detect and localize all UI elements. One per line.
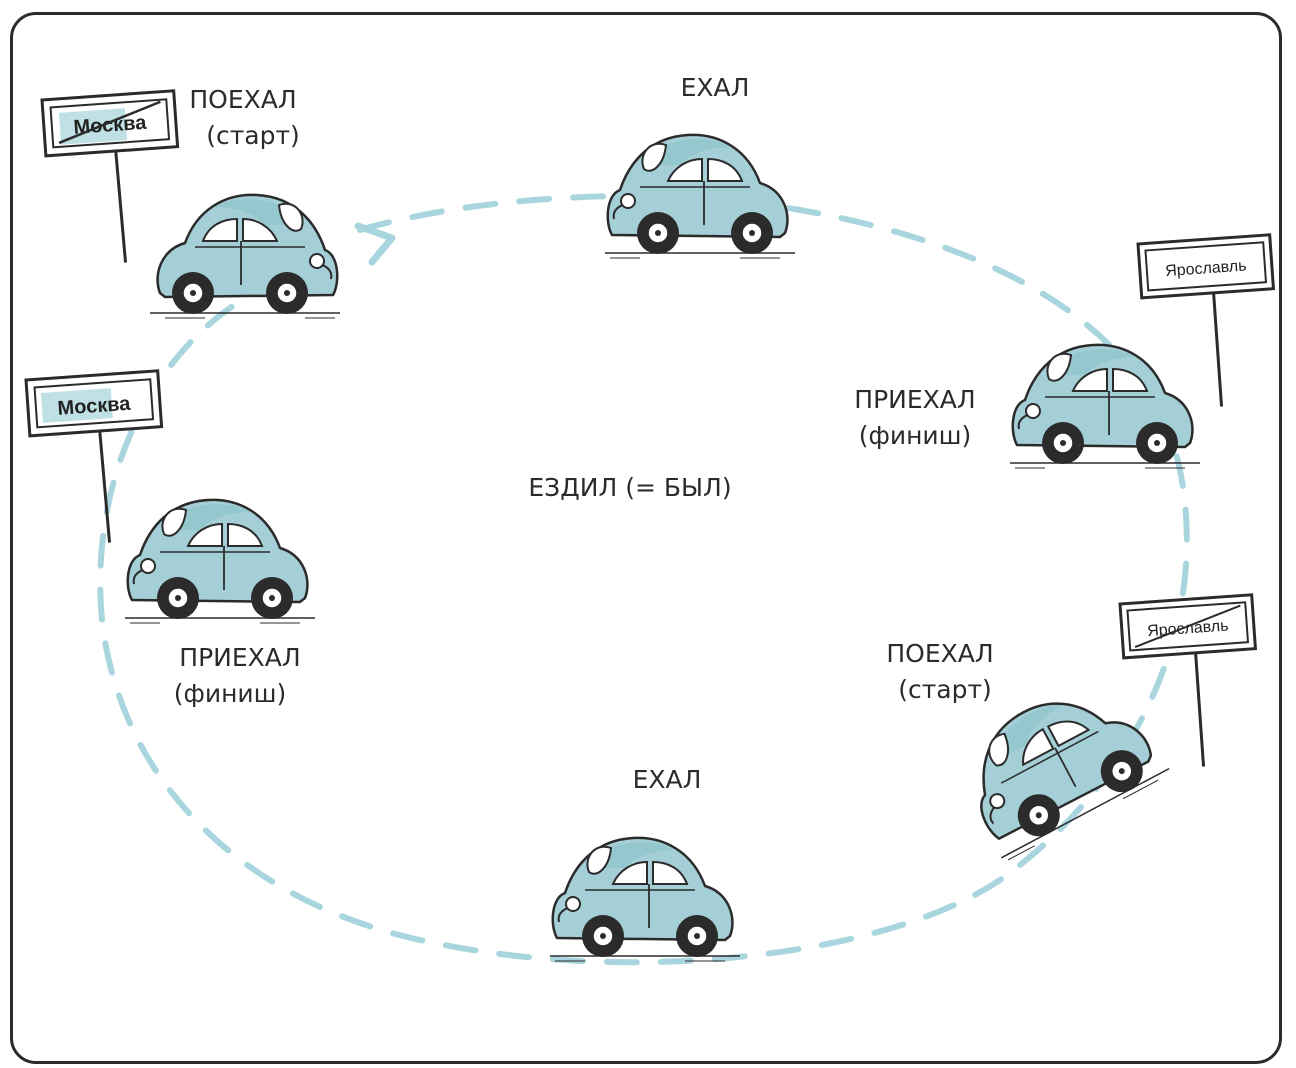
sign-yaroslavl-text: Ярославль bbox=[1165, 258, 1247, 281]
dashed-route-icon bbox=[97, 193, 1190, 966]
label-note: (финиш) bbox=[858, 421, 972, 450]
city-sign-yaroslavl: Ярославль bbox=[1136, 233, 1276, 407]
car-icon bbox=[548, 836, 742, 963]
car-icon bbox=[603, 133, 797, 260]
car-icon bbox=[1008, 343, 1202, 470]
label-verb: ПРИЕХАЛ bbox=[854, 385, 976, 414]
center-label: ЕЗДИЛ (= БЫЛ) bbox=[528, 473, 732, 502]
label-drive-bottom: ЕХАЛ bbox=[602, 762, 732, 798]
label-start-moscow: ПОЕХАЛ (старт) bbox=[178, 82, 308, 154]
city-sign-moscow-crossed: Москва bbox=[40, 89, 180, 263]
car-icon bbox=[148, 193, 342, 320]
label-finish-moscow: ПРИЕХАЛ (финиш) bbox=[165, 640, 315, 712]
label-verb: ПРИЕХАЛ bbox=[179, 643, 301, 672]
city-sign-yaroslavl-crossed: Ярославль bbox=[1118, 593, 1258, 767]
label-verb: ЕХАЛ bbox=[680, 73, 750, 102]
label-finish-yaroslavl: ПРИЕХАЛ (финиш) bbox=[840, 382, 990, 454]
label-drive-top: ЕХАЛ bbox=[650, 70, 780, 106]
direction-arrow-icon bbox=[354, 222, 396, 266]
label-note: (старт) bbox=[206, 121, 300, 150]
label-note: (старт) bbox=[898, 675, 992, 704]
sign-moscow-crossed-text: Москва bbox=[73, 112, 148, 139]
label-note: (финиш) bbox=[173, 679, 287, 708]
label-verb: ЕХАЛ bbox=[632, 765, 702, 794]
car-icon bbox=[123, 498, 317, 625]
label-start-yaroslavl: ПОЕХАЛ (старт) bbox=[870, 636, 1010, 708]
label-verb: ПОЕХАЛ bbox=[189, 85, 297, 114]
sign-moscow-text: Москва bbox=[57, 393, 132, 420]
label-verb: ПОЕХАЛ bbox=[886, 639, 994, 668]
city-sign-moscow: Москва bbox=[24, 369, 164, 543]
